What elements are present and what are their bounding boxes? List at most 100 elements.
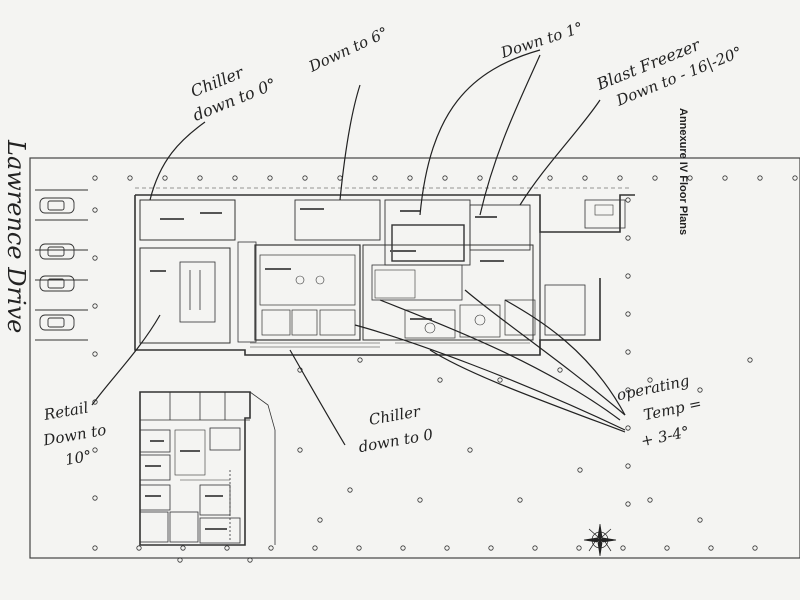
- north-arrow-icon: [583, 523, 617, 557]
- bollard-dot: [664, 545, 670, 551]
- bollard-dot: [92, 447, 98, 453]
- bollard-dot: [625, 349, 631, 355]
- car-icon: [39, 243, 75, 260]
- bollard-dot: [708, 545, 714, 551]
- bollard-dot: [647, 497, 653, 503]
- room-label-marks: [145, 208, 504, 530]
- bollard-dot: [792, 175, 798, 181]
- bollard-dot: [582, 175, 588, 181]
- bollard-dot: [652, 175, 658, 181]
- annotation-blast-freezer: Blast Freezer Down to - 16|-20°: [593, 35, 744, 110]
- bollard-dot: [180, 545, 186, 551]
- annotation-down-to-6: Down to 6°: [305, 23, 391, 76]
- street-label: Lawrence Drive: [2, 139, 30, 333]
- bollard-dot: [372, 175, 378, 181]
- car-icon: [39, 275, 75, 292]
- annotation-leader-lines: [91, 49, 626, 446]
- bollard-dot: [444, 545, 450, 551]
- annotation-text: down to 0: [357, 425, 435, 456]
- bollard-dot: [92, 399, 98, 405]
- bollard-dot: [625, 425, 631, 431]
- bollard-dot: [136, 545, 142, 551]
- bollard-dot: [92, 303, 98, 309]
- bollard-dot: [92, 495, 98, 501]
- bollard-dot: [532, 545, 538, 551]
- bollard-dot: [224, 545, 230, 551]
- bollard-dot: [92, 255, 98, 261]
- bollard-dot: [625, 197, 631, 203]
- bollard-dot: [747, 357, 753, 363]
- annotation-text: 10°: [64, 447, 93, 469]
- document-title: Annexure IV Floor Plans: [677, 108, 689, 235]
- bollard-dot: [92, 351, 98, 357]
- bollard-dot: [247, 557, 253, 563]
- annotation-operating-temp: operating Temp = + 3-4°: [615, 371, 703, 451]
- bollard-dot: [347, 487, 353, 493]
- bollard-dot: [517, 497, 523, 503]
- bollard-dot: [620, 545, 626, 551]
- bollard-dot: [302, 175, 308, 181]
- parking-lot: [35, 189, 88, 341]
- bollard-dot: [127, 175, 133, 181]
- bollard-dot: [512, 175, 518, 181]
- annotation-chiller-bottom: Chiller down to 0: [357, 402, 435, 456]
- bollard-dot: [400, 545, 406, 551]
- bollard-dot: [442, 175, 448, 181]
- bollard-dot: [576, 545, 582, 551]
- bollard-dot: [497, 377, 503, 383]
- annotation-text: Retail: [42, 398, 90, 424]
- bollard-dot: [647, 377, 653, 383]
- bollard-dot: [268, 545, 274, 551]
- bollard-dot: [92, 545, 98, 551]
- car-icon: [39, 197, 75, 214]
- bollard-dot: [477, 175, 483, 181]
- lower-building: [139, 391, 276, 546]
- bollard-dot: [625, 311, 631, 317]
- bollard-dot: [162, 175, 168, 181]
- bollard-dot: [625, 463, 631, 469]
- annotation-text: Down to: [41, 421, 108, 450]
- bollard-dot: [317, 517, 323, 523]
- sheet-border: [29, 157, 800, 559]
- bollard-dot: [356, 545, 362, 551]
- site-bollard-dots: [92, 175, 798, 563]
- bollard-dot: [417, 497, 423, 503]
- bollard-dot: [92, 207, 98, 213]
- bollard-dot: [407, 175, 413, 181]
- bollard-dot: [312, 545, 318, 551]
- bollard-dot: [232, 175, 238, 181]
- bollard-dot: [687, 175, 693, 181]
- annotation-chiller-top: Chiller down to 0°: [188, 62, 279, 125]
- bollard-dot: [177, 557, 183, 563]
- bollard-dot: [267, 175, 273, 181]
- bollard-dot: [625, 387, 631, 393]
- annotation-retail: Retail Down to 10°: [41, 398, 108, 469]
- bollard-dot: [722, 175, 728, 181]
- bollard-dot: [197, 175, 203, 181]
- bollard-dot: [337, 175, 343, 181]
- bollard-dot: [625, 501, 631, 507]
- bollard-dot: [625, 273, 631, 279]
- bollard-dot: [488, 545, 494, 551]
- main-building: [134, 187, 635, 356]
- car-icon: [39, 314, 75, 331]
- bollard-dot: [625, 235, 631, 241]
- bollard-dot: [297, 447, 303, 453]
- bollard-dot: [467, 447, 473, 453]
- bollard-dot: [757, 175, 763, 181]
- annotation-text: + 3-4°: [639, 423, 691, 451]
- annotation-down-to-1: Down to 1°: [498, 18, 586, 62]
- bollard-dot: [752, 545, 758, 551]
- bollard-dot: [577, 467, 583, 473]
- bollard-dot: [547, 175, 553, 181]
- bollard-dot: [437, 377, 443, 383]
- bollard-dot: [92, 175, 98, 181]
- annotation-text: Temp =: [642, 394, 703, 424]
- bollard-dot: [357, 357, 363, 363]
- annotation-text: Chiller: [368, 402, 423, 429]
- bollard-dot: [617, 175, 623, 181]
- bollard-dot: [557, 367, 563, 373]
- bollard-dot: [697, 387, 703, 393]
